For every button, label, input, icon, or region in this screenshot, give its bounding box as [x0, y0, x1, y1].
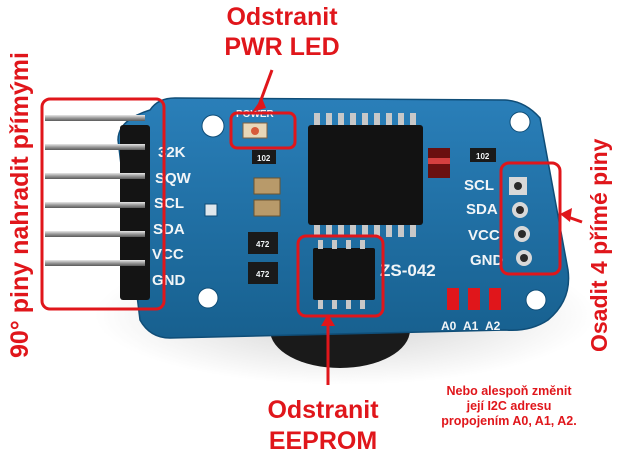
remove-eeprom-label: Odstranit EEPROM — [253, 398, 393, 454]
capacitor-1 — [253, 177, 281, 195]
resistor-array-1 — [248, 232, 278, 254]
pin-label-gnd-left: GND — [152, 272, 186, 289]
pin-label-sqw: SQW — [155, 170, 192, 187]
mounting-hole-top-right — [509, 111, 531, 133]
remove-led-line1: Odstranit — [226, 3, 338, 31]
resistor-102-top — [252, 150, 276, 164]
pin-label-sda-left: SDA — [153, 221, 185, 238]
pin-label-scl-right: SCL — [464, 177, 494, 194]
annotation-arrows — [252, 69, 583, 385]
mounting-hole-top-left — [201, 114, 225, 138]
pad-a0 — [447, 288, 459, 310]
address-note-line3: propojením A0, A1, A2. — [441, 414, 577, 428]
highlight-right-header-box — [499, 161, 562, 276]
rtc-chip — [308, 125, 423, 225]
replace-pins-label: 90° piny nahradit přímými — [6, 52, 34, 358]
pin-label-32k: 32K — [158, 144, 186, 161]
fit-straight-pins-label: Osadit 4 přímé piny — [586, 138, 612, 352]
highlight-eeprom-box — [296, 234, 385, 318]
eeprom-chip — [313, 248, 375, 300]
test-pad — [204, 203, 218, 217]
pad-a1 — [468, 288, 480, 310]
highlight-header-box — [40, 97, 166, 311]
address-note-line1: Nebo alespoň změnit — [446, 384, 572, 398]
pin-label-vcc-left: VCC — [152, 246, 184, 263]
right-header-holes — [509, 177, 532, 266]
remove-eeprom-line2: EEPROM — [268, 427, 378, 455]
mounting-hole-bottom-left — [197, 287, 219, 309]
resistor-102-right — [470, 148, 496, 162]
remove-led-label: Odstranit PWR LED — [212, 5, 352, 60]
pad-label-a1: A1 — [463, 319, 479, 333]
address-note-line2: její I2C adresu — [466, 399, 552, 413]
resistor-array-2 — [248, 262, 278, 284]
remove-eeprom-line1: Odstranit — [267, 396, 379, 424]
svg-text:102: 102 — [476, 152, 490, 161]
svg-text:102: 102 — [257, 154, 271, 163]
svg-text:472: 472 — [256, 270, 270, 279]
pin-label-gnd-right: GND — [470, 252, 504, 269]
pin-label-scl-left: SCL — [154, 195, 184, 212]
header-plastic — [120, 125, 150, 300]
pin-label-sda-right: SDA — [466, 201, 498, 218]
svg-text:472: 472 — [256, 240, 270, 249]
eeprom-legs — [318, 240, 365, 309]
pin-label-vcc-right: VCC — [468, 227, 500, 244]
mounting-hole-bottom-right — [525, 289, 547, 311]
model-silk-label: ZS-042 — [380, 261, 436, 280]
capacitor-2 — [253, 199, 281, 217]
pad-a2 — [489, 288, 501, 310]
address-note: Nebo alespoň změnit její I2C adresu prop… — [414, 384, 604, 429]
pad-label-a0: A0 — [441, 319, 457, 333]
rtc-chip-legs — [314, 113, 416, 237]
highlight-power-led-box — [229, 111, 297, 150]
pad-label-a2: A2 — [485, 319, 501, 333]
remove-led-line2: PWR LED — [224, 33, 340, 61]
header-pins — [45, 115, 145, 266]
